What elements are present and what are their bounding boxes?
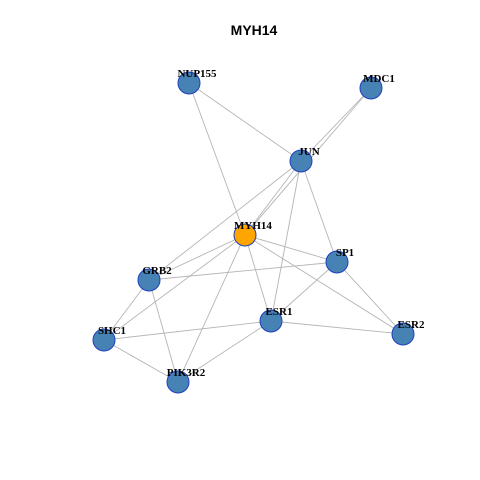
node-circle-pik3r2 [166, 370, 190, 394]
node-esr2: ESR2 [391, 319, 425, 346]
node-label-esr2: ESR2 [398, 319, 425, 331]
edge-shc1-pik3r2 [103, 339, 179, 383]
node-circle-shc1 [92, 328, 116, 352]
edge-nup155-myh14 [188, 82, 246, 236]
node-mdc1: MDC1 [359, 73, 395, 100]
node-label-nup155: NUP155 [177, 68, 217, 80]
node-circle-esr2 [391, 322, 415, 346]
edge-myh14-esr2 [244, 234, 404, 335]
node-jun: JUN [289, 146, 320, 173]
node-nup155: NUP155 [177, 68, 217, 95]
edge-myh14-sp1 [244, 234, 338, 263]
diagram-title: MYH14 [231, 22, 278, 38]
node-circle-jun [289, 149, 313, 173]
edge-layer [103, 82, 404, 383]
node-grb2: GRB2 [137, 265, 172, 292]
edge-sp1-esr1 [270, 261, 338, 322]
edge-esr1-pik3r2 [177, 320, 272, 383]
edge-jun-esr1 [270, 160, 302, 322]
edge-esr1-shc1 [103, 320, 272, 341]
node-circle-grb2 [137, 268, 161, 292]
edge-myh14-grb2 [148, 234, 246, 281]
node-label-mdc1: MDC1 [363, 73, 395, 85]
node-label-sp1: SP1 [336, 247, 354, 259]
node-pik3r2: PIK3R2 [166, 367, 206, 394]
node-shc1: SHC1 [92, 325, 126, 352]
edge-jun-grb2 [148, 160, 302, 281]
edge-jun-sp1 [300, 160, 338, 263]
node-myh14: MYH14 [233, 220, 272, 247]
node-circle-esr1 [259, 309, 283, 333]
node-circle-myh14 [233, 223, 257, 247]
edge-mdc1-jun [300, 87, 372, 162]
edge-myh14-pik3r2 [177, 234, 246, 383]
edge-grb2-shc1 [103, 279, 150, 341]
edge-grb2-pik3r2 [148, 279, 179, 383]
node-circle-nup155 [177, 71, 201, 95]
node-esr1: ESR1 [259, 306, 293, 333]
edge-myh14-shc1 [103, 234, 246, 341]
node-label-esr1: ESR1 [266, 306, 293, 318]
edge-jun-myh14 [244, 160, 302, 236]
edge-sp1-esr2 [336, 261, 404, 335]
edge-esr1-esr2 [270, 320, 404, 335]
node-circle-mdc1 [359, 76, 383, 100]
edge-nup155-jun [188, 82, 302, 162]
node-label-jun: JUN [298, 146, 319, 158]
node-label-pik3r2: PIK3R2 [167, 367, 206, 379]
edge-sp1-grb2 [148, 261, 338, 281]
edge-myh14-esr1 [244, 234, 272, 322]
node-sp1: SP1 [325, 247, 354, 274]
node-label-grb2: GRB2 [142, 265, 172, 277]
node-label-shc1: SHC1 [98, 325, 126, 337]
node-label-myh14: MYH14 [234, 220, 272, 232]
node-circle-sp1 [325, 250, 349, 274]
